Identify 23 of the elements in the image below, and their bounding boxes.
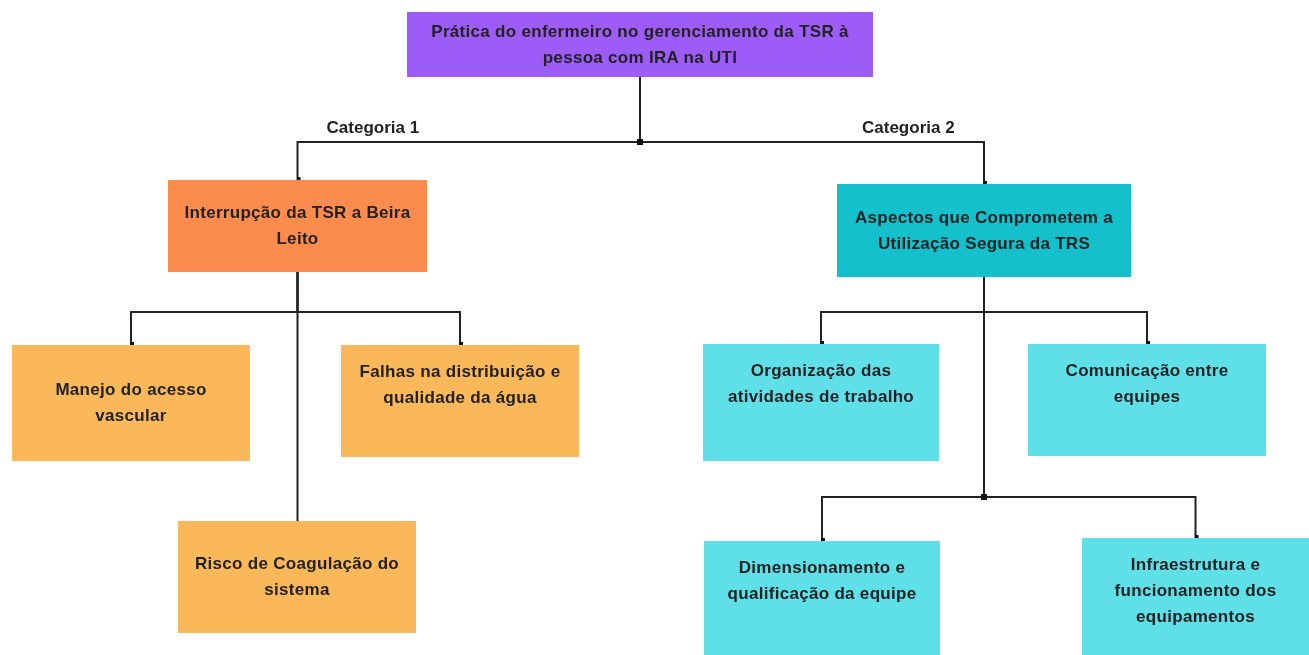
title-box [407,12,873,77]
category-box [168,180,427,272]
box-text: Prática do enfermeiro no gerenciamento da TSR à pessoa com IRA na UTI [430,20,850,69]
box-text: Falhas na distribuição e qualidade da água [358,361,562,409]
topic-box [1028,344,1266,456]
box-text: Infraestrutura e funcionamento dos equipamentos [1113,554,1278,628]
box-text: Manejo do acesso vascular [54,379,208,427]
edge-label: Categoria 2 [860,118,957,138]
category-box [837,184,1131,277]
box-text: Organização das atividades de trabalho [726,360,916,408]
connector-line [296,271,299,522]
topic-box [178,521,416,633]
box-text: Interrupção da TSR a Beira Leito [183,202,412,250]
topic-box [1082,538,1309,655]
box-text: Comunicação entre equipes [1064,360,1230,408]
box-text: Risco de Coagulação do sistema [194,553,400,601]
box-text: Dimensionamento e qualificação da equipe [726,557,918,605]
topic-box [12,345,250,461]
topic-box [703,344,939,461]
topic-box [704,541,940,655]
topic-box [341,345,579,457]
box-text: Aspectos que Comprometem a Utilização Segura da TRS [853,206,1115,255]
edge-label: Categoria 1 [324,118,422,138]
